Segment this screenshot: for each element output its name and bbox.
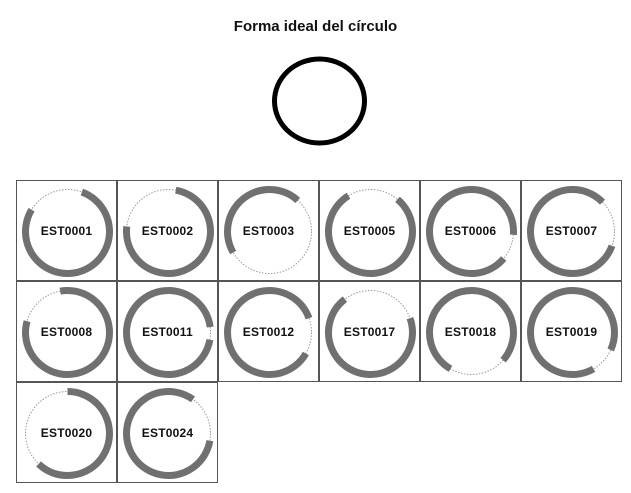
- student-id-label: EST0019: [522, 325, 621, 339]
- student-id-label: EST0018: [421, 325, 520, 339]
- student-id-label: EST0001: [17, 224, 116, 238]
- student-cell-est0005: EST0005: [319, 180, 420, 281]
- student-id-label: EST0002: [118, 224, 217, 238]
- student-cell-est0012: EST0012: [218, 281, 319, 382]
- student-id-label: EST0006: [421, 224, 520, 238]
- ideal-circle: [270, 55, 369, 147]
- student-cell-est0008: EST0008: [16, 281, 117, 382]
- student-id-label: EST0005: [320, 224, 419, 238]
- student-cell-est0018: EST0018: [420, 281, 521, 382]
- student-id-label: EST0003: [219, 224, 318, 238]
- page-title: Forma ideal del círculo: [0, 18, 631, 35]
- student-cell-est0006: EST0006: [420, 180, 521, 281]
- student-cell-est0019: EST0019: [521, 281, 622, 382]
- student-id-label: EST0008: [17, 325, 116, 339]
- student-cell-est0003: EST0003: [218, 180, 319, 281]
- student-id-label: EST0011: [118, 325, 217, 339]
- student-cell-est0011: EST0011: [117, 281, 218, 382]
- student-id-label: EST0017: [320, 325, 419, 339]
- student-id-label: EST0020: [17, 426, 116, 440]
- student-cell-est0020: EST0020: [16, 382, 117, 483]
- student-cell-est0002: EST0002: [117, 180, 218, 281]
- student-cell-est0017: EST0017: [319, 281, 420, 382]
- student-id-label: EST0024: [118, 426, 217, 440]
- student-cell-est0007: EST0007: [521, 180, 622, 281]
- student-id-label: EST0007: [522, 224, 621, 238]
- student-id-label: EST0012: [219, 325, 318, 339]
- student-cell-est0001: EST0001: [16, 180, 117, 281]
- student-cell-est0024: EST0024: [117, 382, 218, 483]
